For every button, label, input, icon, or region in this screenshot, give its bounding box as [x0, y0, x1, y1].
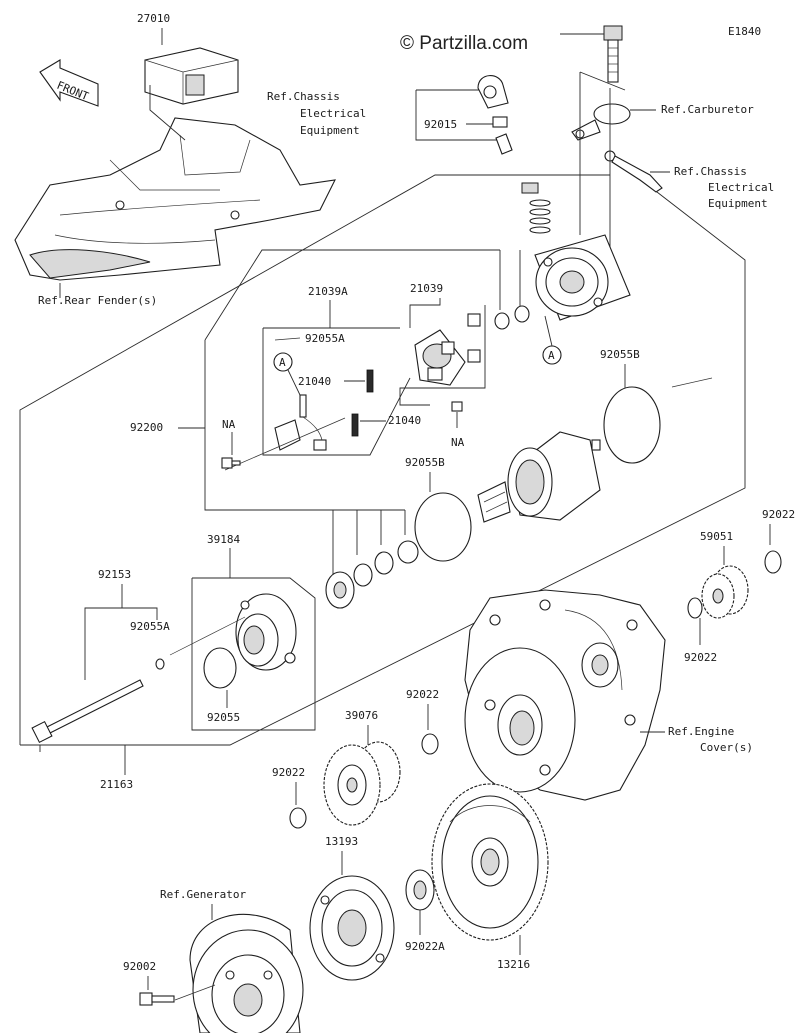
washer-row-part: [325, 540, 419, 609]
part-27010-box: [144, 47, 239, 105]
callout-21039A: 21039A: [308, 285, 348, 298]
ref-chassis-2-line3: Equipment: [708, 197, 768, 210]
starter-yoke-part: [477, 431, 601, 523]
rear-fender-part: [14, 117, 336, 281]
brush-holder-part: [414, 313, 481, 386]
callout-92055: 92055: [207, 711, 240, 724]
callout-59051: 59051: [700, 530, 733, 543]
circle-a-marker: [273, 352, 293, 372]
callout-92015: 92015: [424, 118, 457, 131]
callout-92022-r2: 92022: [684, 651, 717, 664]
bolt-top-part: [603, 25, 623, 83]
ref-chassis-1-line3: Equipment: [300, 124, 360, 137]
o-ring-part: [414, 492, 472, 562]
callout-39184: 39184: [207, 533, 240, 546]
diagram-code: E1840: [728, 25, 761, 38]
callout-92200: 92200: [130, 421, 163, 434]
washer-part: [421, 733, 439, 755]
watermark: © Partzilla.com: [400, 33, 528, 54]
ref-chassis-2-line2: Electrical: [708, 181, 774, 194]
washer-part: [494, 312, 510, 330]
callout-ref-generator: Ref.Generator: [160, 888, 246, 901]
washer-part: [514, 305, 530, 323]
frame-line: [20, 174, 746, 746]
bracket-frame: [191, 577, 316, 731]
o-ring-small-part: [155, 658, 165, 670]
callout-92055A: 92055A: [130, 620, 170, 633]
callout-13193: 13193: [325, 835, 358, 848]
washer-stack-part: [521, 182, 551, 234]
screw-part: [221, 457, 241, 469]
callout-21163: 21163: [100, 778, 133, 791]
bolt-92002-part: [139, 992, 175, 1006]
washer-part: [764, 550, 782, 574]
callout-ref-rear-fender: Ref.Rear Fender(s): [38, 294, 157, 307]
circle-a-1: A: [279, 356, 286, 369]
callout-92022-mid: 92022: [406, 688, 439, 701]
callout-21039: 21039: [410, 282, 443, 295]
callout-92153: 92153: [98, 568, 131, 581]
callout-92002: 92002: [123, 960, 156, 973]
circle-a-2: A: [548, 349, 555, 362]
front-arrow-icon: FRONT: [39, 59, 99, 107]
o-ring-part: [203, 647, 237, 689]
brush-lead-part: [274, 394, 327, 451]
washer-part: [289, 807, 307, 829]
callout-21040-1: 21040: [298, 375, 331, 388]
ref-chassis-1-line2: Electrical: [300, 107, 366, 120]
generator-rotor-part: [189, 913, 304, 1033]
long-bolt-part: [31, 679, 144, 744]
frame-line: [19, 174, 610, 745]
ref-engine-cover-line2: Cover(s): [700, 741, 753, 754]
ref-chassis-1-line1: Ref.Chassis: [267, 90, 340, 103]
chassis-terminal-part: [604, 150, 663, 193]
callout-13216: 13216: [497, 958, 530, 971]
screw-part: [451, 401, 463, 412]
na-1: NA: [222, 418, 236, 431]
callout-92022A: 92022A: [405, 940, 445, 953]
washer-part: [687, 597, 703, 619]
o-ring-part: [603, 386, 661, 464]
callout-ref-carburetor: Ref.Carburetor: [661, 103, 754, 116]
brush-spring-part: [351, 413, 359, 437]
gear-59051-part: [701, 565, 749, 619]
callout-92022-left: 92022: [272, 766, 305, 779]
terminal-cap-part: [477, 75, 513, 155]
washer-part: [413, 880, 427, 900]
idle-gear-39076-part: [323, 741, 401, 826]
na-2: NA: [451, 436, 465, 449]
starter-gear-13216-part: [431, 783, 549, 941]
engine-cover-part: [464, 589, 666, 801]
brush-spring-part: [366, 369, 374, 393]
callout-92055A-top: 92055A: [305, 332, 345, 345]
callout-27010: 27010: [137, 12, 170, 25]
callout-92055B-1: 92055B: [600, 348, 640, 361]
starter-clutch-13193-part: [309, 875, 395, 981]
starter-end-cover-part: [534, 234, 631, 321]
inner-frame-line: [204, 249, 500, 341]
callout-92055B-2: 92055B: [405, 456, 445, 469]
carburetor-terminal-part: [571, 103, 631, 141]
inner-frame-line: [204, 340, 405, 511]
callout-39076: 39076: [345, 709, 378, 722]
ref-engine-cover-line1: Ref.Engine: [668, 725, 734, 738]
callout-92022-r1: 92022: [762, 508, 795, 521]
callout-21040-2: 21040: [388, 414, 421, 427]
ref-chassis-2-line1: Ref.Chassis: [674, 165, 747, 178]
starter-front-cover-part: [235, 593, 297, 671]
